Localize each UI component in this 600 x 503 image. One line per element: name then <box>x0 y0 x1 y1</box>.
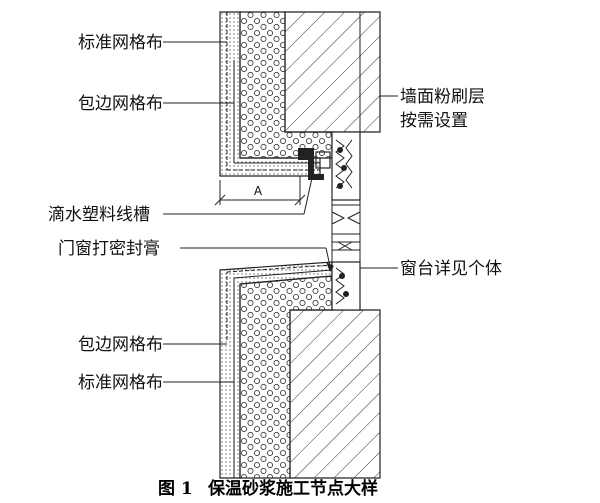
window-glass-break <box>331 200 361 262</box>
lower-window-frame <box>331 261 361 311</box>
label-as-needed: 按需设置 <box>400 111 468 131</box>
caption-figure-number: 图 1 <box>158 479 193 499</box>
lower-concrete-wall <box>289 309 381 479</box>
label-wall-plaster: 墙面粉刷层 <box>400 87 485 107</box>
leader-lines <box>163 41 398 383</box>
dimension-a: A <box>214 176 306 206</box>
lower-wall-section <box>219 261 381 479</box>
caption-title: 保温砂浆施工节点大样 <box>207 478 378 499</box>
label-drip-groove: 滴水塑料线槽 <box>48 205 150 225</box>
label-standard-mesh-top: 标准网格布 <box>78 33 163 53</box>
figure-caption: 图 1 保温砂浆施工节点大样 <box>158 478 378 499</box>
labels: 标准网格布 包边网格布 墙面粉刷层 按需设置 滴水塑料线槽 门窗打密封膏 窗台详… <box>48 33 502 393</box>
dimension-a-label: A <box>254 184 263 198</box>
upper-concrete-wall <box>284 11 381 133</box>
label-sill-detail: 窗台详见个体 <box>400 259 502 279</box>
label-sealant: 门窗打密封膏 <box>58 238 160 259</box>
upper-wall-section <box>219 11 381 205</box>
drip-plastic-groove <box>298 148 324 180</box>
sealant-mark <box>326 262 334 272</box>
label-edge-mesh-bottom: 包边网格布 <box>78 335 163 355</box>
label-standard-mesh-bottom: 标准网格布 <box>78 373 163 393</box>
label-edge-mesh-top: 包边网格布 <box>78 94 163 114</box>
